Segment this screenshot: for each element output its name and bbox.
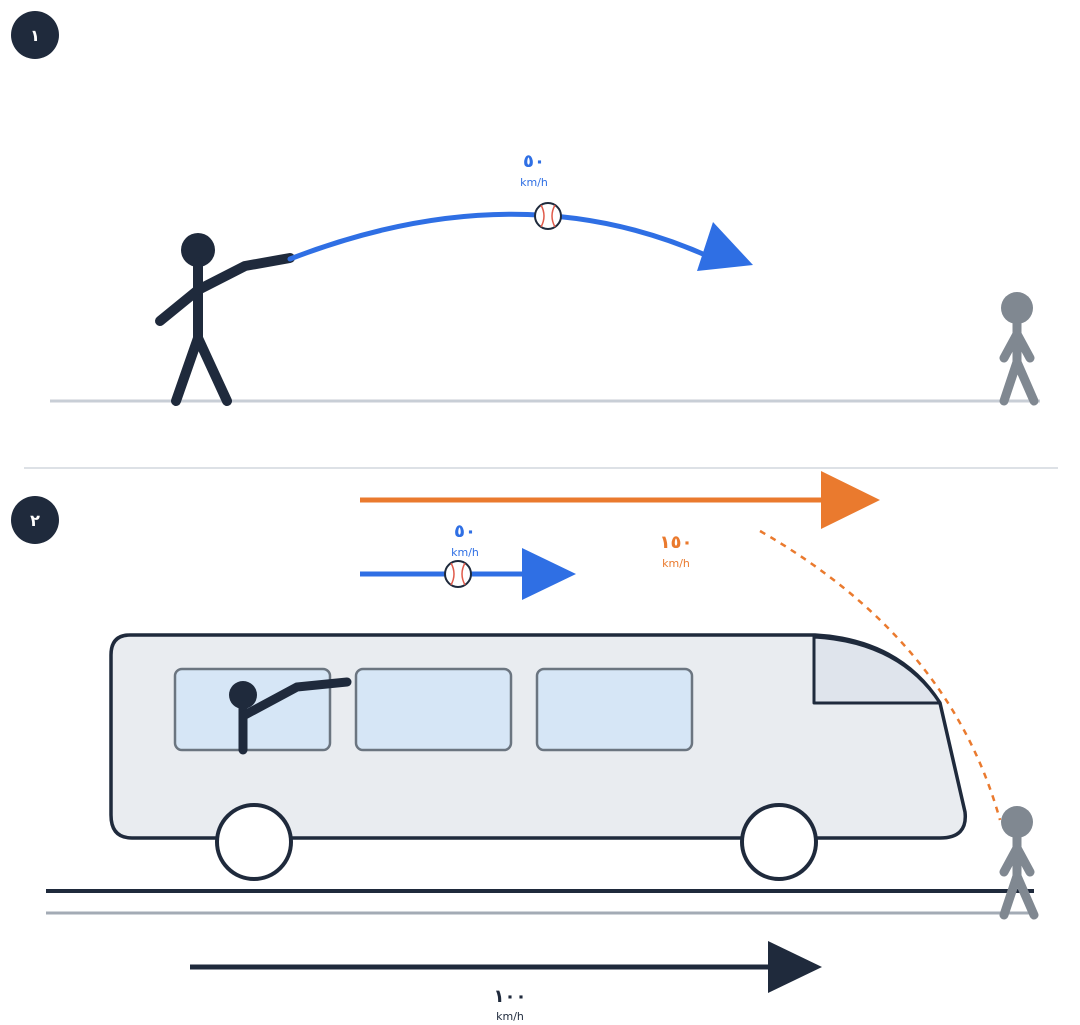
thrower-head [181,233,215,267]
panel-1-badge: ١ [11,11,59,59]
combined-speed-unit: km/h [662,557,690,570]
bus-wheel-front [740,803,818,881]
panel-2: ٢ ١٥٠ km/h ٥٠ km/h [11,471,1039,1023]
bus-windshield [812,635,942,705]
baseball-icon [444,560,472,588]
throw-speed-unit: km/h [520,176,548,189]
thrower-left-leg [171,333,203,406]
bus-velocity-arrow [190,941,822,993]
bus [109,633,968,881]
throw-speed-bus-value: ٥٠ [454,521,476,542]
stick-figure-observer [999,806,1039,920]
badge-circle [11,11,59,59]
thrower-back-arm [155,285,203,326]
combined-velocity-arrow [360,471,880,529]
bus-wheel-rear [215,803,293,881]
bus-window [535,667,694,752]
combined-speed-value: ١٥٠ [660,532,693,553]
thrower-throwing-arm [193,253,295,295]
panel-2-badge: ٢ [11,496,59,544]
throw-speed-value: ٥٠ [523,151,545,172]
stick-figure-thrower [155,233,295,406]
trajectory-arrowhead [697,222,753,271]
bus-speed-value: ١٠٠ [494,986,527,1007]
ball-trajectory-arc [287,211,715,262]
panel-1: ١ ٥٠ km/h [11,11,1040,406]
bus-window [354,667,513,752]
stick-figure-thrower [229,677,352,755]
badge-number: ٢ [30,511,40,530]
ball-path-dashed [759,529,1002,821]
throw-speed-bus-unit: km/h [451,546,479,559]
thrower-right-leg [193,333,232,406]
bus-speed-unit: km/h [496,1010,524,1023]
baseball-icon [534,202,562,230]
stick-figure-observer [999,292,1039,406]
badge-circle [11,496,59,544]
badge-number: ١ [30,26,40,45]
